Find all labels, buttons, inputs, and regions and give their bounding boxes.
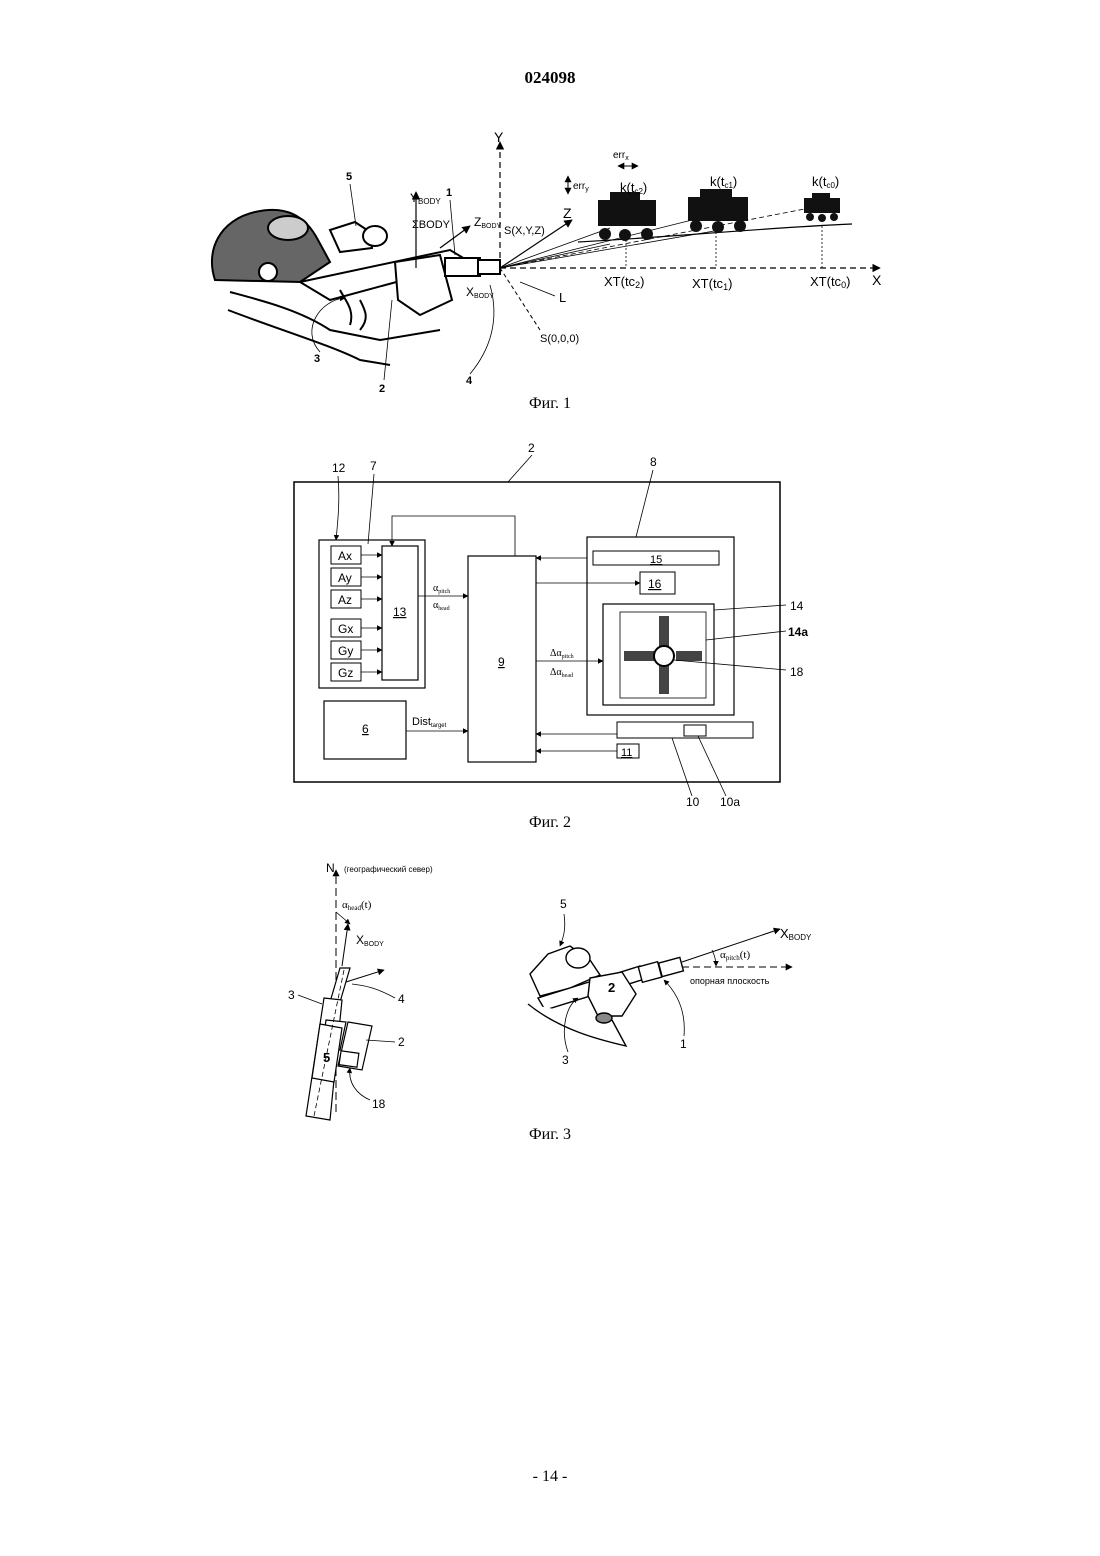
s-xyz-label: S(X,Y,Z) [504, 225, 545, 237]
svg-text:Gx: Gx [338, 622, 353, 636]
target-vehicle-tc1 [688, 189, 748, 233]
north-note: (географический север) [344, 865, 433, 874]
x-body-top-label: XBODY [356, 933, 384, 948]
fig1-ref-5: 5 [346, 171, 352, 183]
fig2-ref-10: 10 [686, 795, 700, 809]
svg-text:Gy: Gy [338, 644, 353, 658]
fig3-right-ref-1: 1 [680, 1037, 687, 1051]
sensor-ay: Ay [331, 568, 361, 586]
figure-2: 2 12 7 Ax Ay Az Gx Gy Gz 13 αpitch αhead… [294, 441, 808, 809]
z-body-label: ZBODY [474, 215, 502, 230]
sensor-gx: Gx [331, 619, 361, 637]
fig1-ref-4: 4 [466, 375, 473, 387]
k-tc2-label: k(tc2) [620, 180, 647, 196]
north-label: N [326, 861, 335, 875]
sensor-gz: Gz [331, 663, 361, 681]
fig3-left-ref-2: 2 [398, 1035, 405, 1049]
fig2-ref-2: 2 [528, 441, 535, 455]
block-16-label: 16 [648, 577, 662, 591]
alpha-pitch-label: αpitch [433, 583, 450, 595]
dist-target-label: Disttarget [412, 716, 447, 729]
reference-plane-label: опорная плоскость [690, 976, 770, 986]
k-tc0-label: k(tc0) [812, 174, 839, 190]
aim-point-18 [654, 646, 674, 666]
svg-text:Ax: Ax [338, 549, 352, 563]
block-10a [684, 725, 706, 736]
fig3-right-ref-3: 3 [562, 1053, 569, 1067]
fig2-ref-14a: 14a [788, 625, 808, 639]
fig3-right-ref-5: 5 [560, 897, 567, 911]
xt-tc1-label: XT(tc1) [692, 276, 732, 292]
fig1-ref-1: 1 [446, 187, 452, 199]
x-body-side-label: XBODY [780, 926, 812, 942]
svg-text:Ay: Ay [338, 571, 352, 585]
figure-1-caption: Фиг. 1 [0, 395, 1100, 413]
svg-text:Gz: Gz [338, 666, 353, 680]
block-13-label: 13 [393, 605, 407, 619]
xt-tc2-label: XT(tc2) [604, 274, 644, 290]
fig3-right-ref-2: 2 [608, 980, 615, 995]
fig2-ref-18: 18 [790, 665, 804, 679]
line-l-label: L [559, 290, 566, 305]
fig2-ref-10a: 10a [720, 795, 740, 809]
soldier-illustration [212, 210, 500, 365]
figure-3: N (географический север) αhead(t) XBODY … [288, 861, 812, 1120]
z-axis-label: Z [563, 205, 572, 221]
block-9-label: 9 [498, 655, 505, 669]
svg-text:Az: Az [338, 593, 352, 607]
page-footer: - 14 - [0, 1468, 1100, 1486]
target-vehicle-tc0 [804, 193, 840, 222]
fig3-left-ref-5: 5 [323, 1050, 330, 1065]
alpha-pitch-time-label: αpitch(t) [720, 949, 750, 962]
x-axis-label: X [872, 272, 882, 288]
alpha-head-label: αhead [433, 600, 450, 612]
fig2-ref-14: 14 [790, 599, 804, 613]
figure-1: Y X Z [212, 129, 882, 395]
k-tc1-label: k(tc1) [710, 174, 737, 190]
fig3-left-ref-18: 18 [372, 1097, 386, 1111]
target-vehicle-tc2 [598, 192, 656, 241]
rifle-top-view [306, 968, 372, 1120]
fig1-ref-3: 3 [314, 353, 320, 365]
err-x-label: errx [613, 150, 629, 162]
fig2-ref-8: 8 [650, 455, 657, 469]
figure-2-caption: Фиг. 2 [0, 814, 1100, 832]
fig2-ref-7: 7 [370, 459, 377, 473]
err-y-label: erry [573, 181, 589, 193]
delta-alpha-pitch-label: Δαpitch [550, 648, 574, 660]
s-000-label: S(0,0,0) [540, 333, 579, 345]
fig3-left-ref-4: 4 [398, 992, 405, 1006]
fig2-ref-12: 12 [332, 461, 346, 475]
sigma-body-label: ΣBODY [412, 219, 451, 231]
y-body-label: YBODY [410, 191, 441, 206]
x-body-label: XBODY [466, 285, 494, 300]
fig1-ref-2: 2 [379, 383, 385, 395]
alpha-head-time-label: αhead(t) [342, 899, 372, 912]
sensor-ax: Ax [331, 546, 361, 564]
sensor-az: Az [331, 590, 361, 608]
sensor-gy: Gy [331, 641, 361, 659]
block-6-label: 6 [362, 722, 369, 736]
rifle-side-view [528, 946, 683, 1046]
block-15-label: 15 [650, 554, 662, 566]
figure-3-caption: Фиг. 3 [0, 1126, 1100, 1144]
fig3-left-ref-3: 3 [288, 988, 295, 1002]
delta-alpha-head-label: Δαhead [550, 667, 573, 679]
y-axis-label: Y [494, 129, 504, 145]
block-11-label: 11 [621, 747, 632, 759]
xt-tc0-label: XT(tc0) [810, 274, 850, 290]
